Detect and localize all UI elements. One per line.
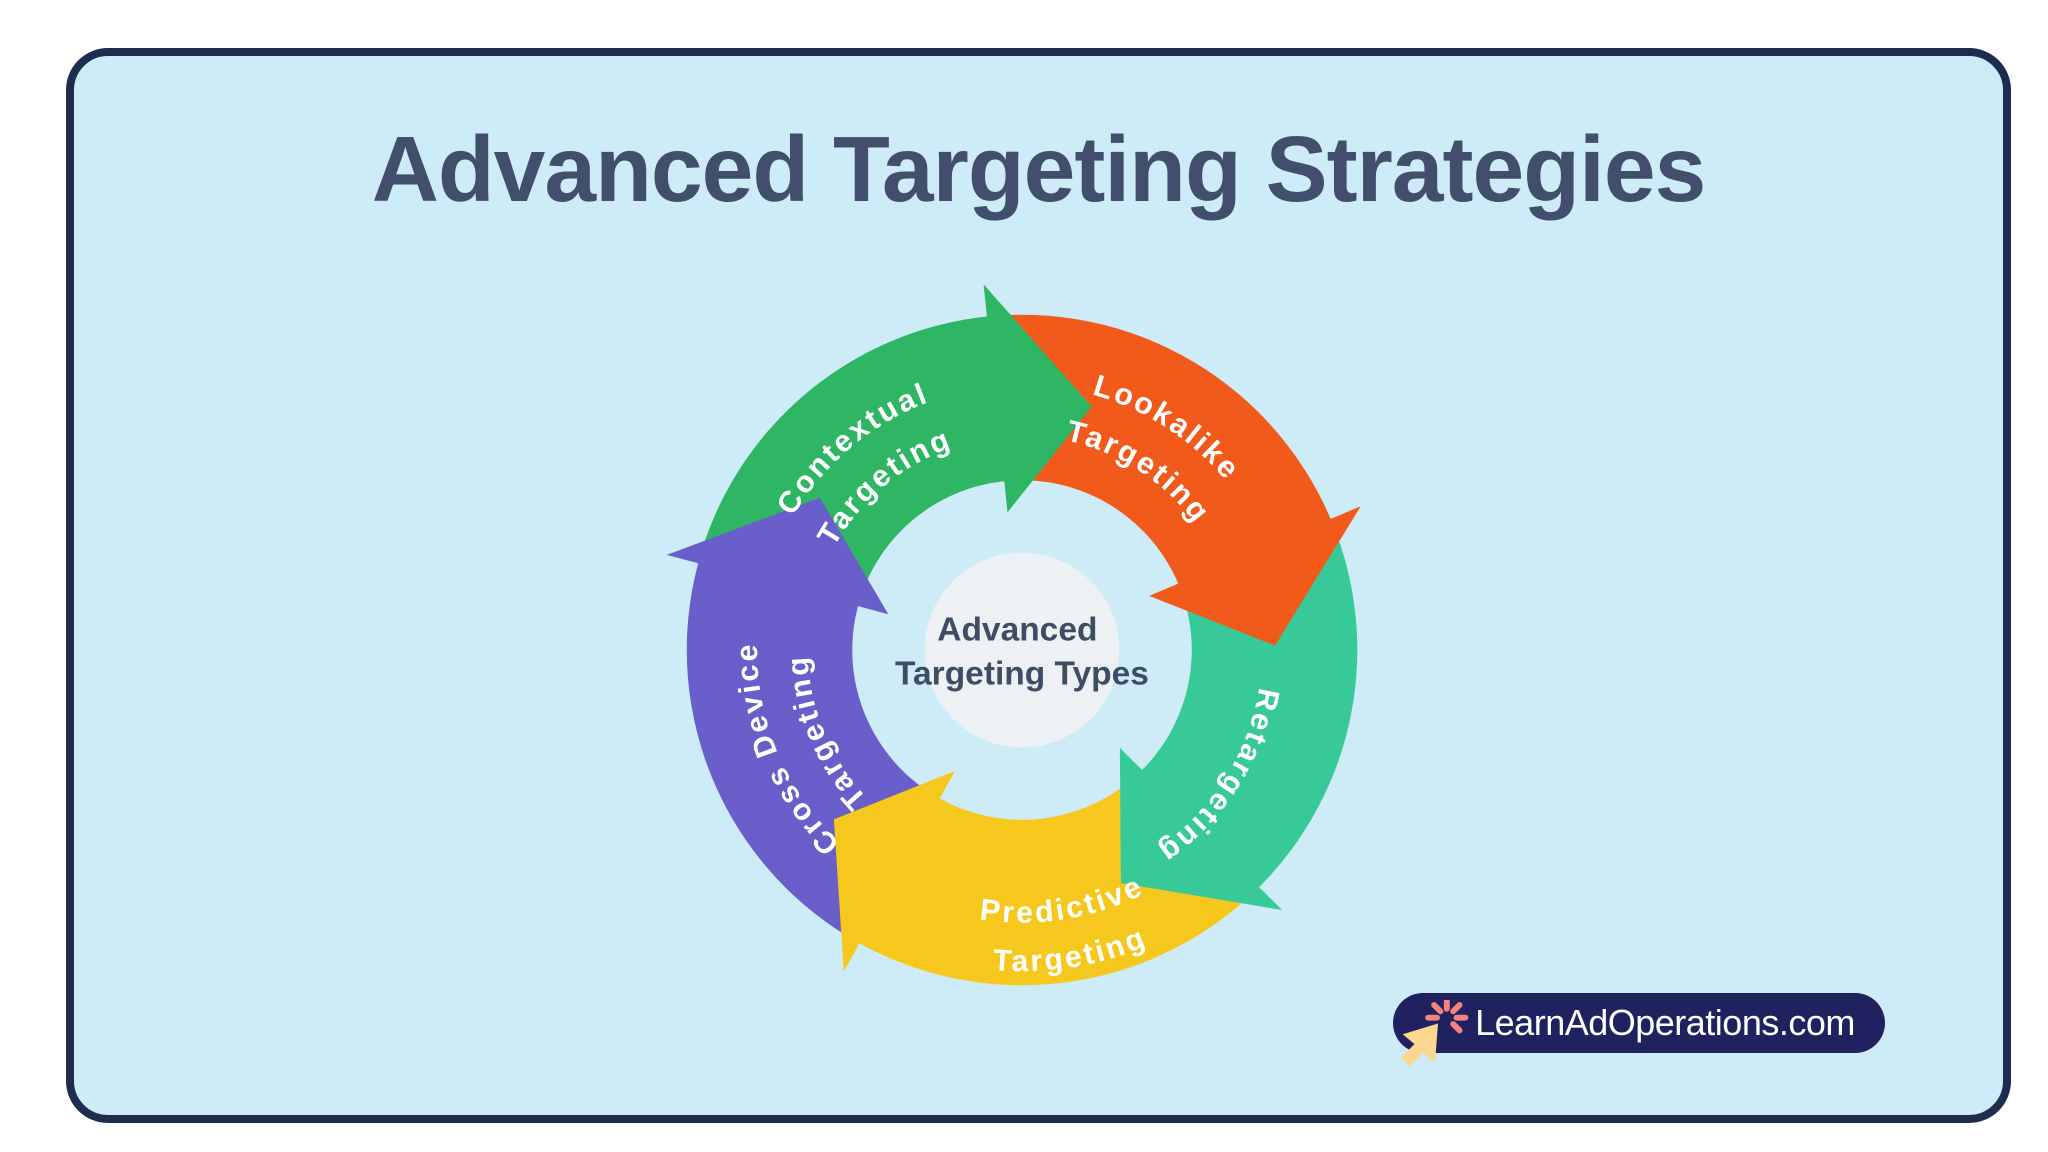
- arrow-segment-retargeting: [1119, 519, 1358, 911]
- center-hub-circle: [924, 552, 1120, 748]
- website-badge[interactable]: LearnAdOperations.com: [1393, 993, 1885, 1053]
- click-cursor-icon: [1400, 1000, 1469, 1067]
- arrowhead-lookalike: [1149, 506, 1361, 646]
- click-rays-icon: [1425, 1000, 1469, 1034]
- page-title: Advanced Targeting Strategies: [371, 117, 1707, 221]
- website-badge-label: LearnAdOperations.com: [1475, 1002, 1855, 1043]
- center-hub-label: Advanced Targeting Types: [895, 611, 1149, 692]
- cycle-diagram: Contextual Targeting Lookalike Targeting…: [666, 284, 1361, 986]
- mouse-pointer-icon: [1400, 1023, 1438, 1067]
